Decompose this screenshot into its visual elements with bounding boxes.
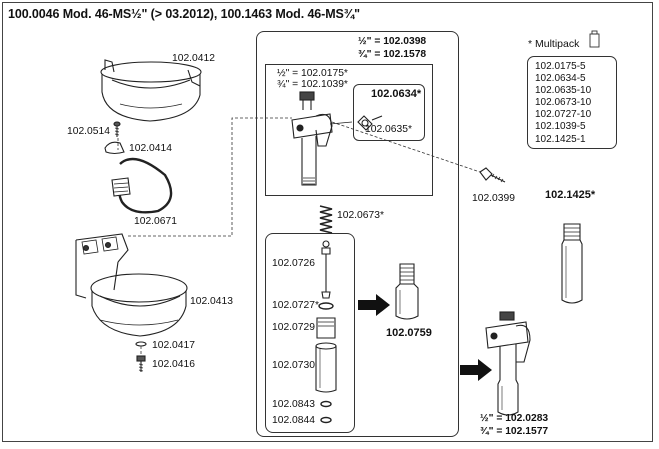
nozzle-box-title: 102.0634*	[371, 88, 422, 100]
label-sleeve: 102.0729	[272, 322, 315, 333]
label-spare-valve: 102.1425*	[545, 189, 596, 201]
clip-drawing	[104, 141, 125, 155]
valve-body-box	[265, 64, 433, 196]
nozzle-box	[353, 84, 425, 141]
label-assembly-result: 102.0759	[386, 327, 432, 339]
valve-body-drawing	[291, 91, 333, 186]
result-line-1: ½" = 102.0283	[480, 413, 549, 424]
label-spring-ring: 102.0671	[134, 216, 177, 227]
ring-drawing	[318, 302, 334, 310]
label-bowl-main: 102.0413	[190, 296, 233, 307]
bolt-right-drawing	[479, 167, 506, 183]
diagram-frame	[2, 2, 653, 442]
spare-valve-drawing	[561, 223, 583, 304]
multipack-icon	[589, 30, 600, 48]
multipack-item: 102.0673-10	[535, 97, 592, 109]
valve-box-line-1: ½" = 102.0398	[358, 36, 427, 47]
oring-1-drawing	[320, 400, 332, 408]
bolt-bottom-drawing	[136, 355, 146, 372]
label-valve-spring: 102.0673*	[337, 210, 384, 221]
valve-box-line-2: ¾" = 102.1578	[358, 49, 427, 60]
multipack-item: 102.0727-10	[535, 109, 592, 121]
label-washer: 102.0417	[152, 340, 195, 351]
cylinder-drawing	[315, 342, 337, 393]
result-line-2: ¾" = 102.1577	[480, 426, 549, 437]
pin-drawing	[321, 240, 331, 299]
spring-ring-drawing	[111, 157, 173, 214]
screw-small-drawing	[113, 121, 121, 137]
label-clip: 102.0414	[129, 143, 172, 154]
multipack-item: 102.0635-10	[535, 85, 592, 97]
valve-spring-drawing	[319, 205, 333, 234]
multipack-item: 102.0634-5	[535, 73, 586, 85]
label-screw-small: 102.0514	[67, 126, 110, 137]
assembled-insert-drawing	[395, 263, 419, 320]
diagram-title: 100.0046 Mod. 46-MS½" (> 03.2012), 100.1…	[8, 7, 360, 21]
label-bolt-bottom: 102.0416	[152, 359, 195, 370]
inner-box-line-2: ¾" = 102.1039*	[277, 79, 348, 90]
nozzle-drawing	[329, 115, 383, 131]
arrow-to-assembly	[460, 359, 492, 381]
label-oring-2: 102.0844	[272, 415, 315, 426]
label-oring-1: 102.0843	[272, 399, 315, 410]
arrow-to-insert	[358, 294, 390, 316]
washer-drawing	[135, 341, 147, 347]
bowl-top-drawing	[100, 59, 202, 122]
label-cylinder: 102.0730	[272, 360, 315, 371]
multipack-title: * Multipack	[528, 38, 580, 50]
bowl-main-drawing	[75, 233, 188, 337]
multipack-list: 102.0175-5 102.0634-5 102.0635-10 102.06…	[527, 56, 617, 149]
multipack-item: 102.1039-5	[535, 121, 586, 133]
sleeve-drawing	[316, 317, 336, 339]
valve-parts-box	[265, 233, 355, 433]
label-pin: 102.0726	[272, 258, 315, 269]
multipack-item: 102.1425-1	[535, 133, 586, 145]
final-assembly-drawing	[485, 311, 531, 416]
inner-box-line-1: ½" = 102.0175*	[277, 68, 348, 79]
valve-assembly-box	[256, 31, 459, 437]
label-ring: 102.0727*	[272, 300, 319, 311]
oring-2-drawing	[320, 416, 332, 424]
nozzle-box-sub: 102.0635*	[365, 124, 412, 135]
multipack-item: 102.0175-5	[535, 61, 586, 72]
label-bowl-top: 102.0412	[172, 53, 215, 64]
label-bolt-right: 102.0399	[472, 193, 515, 204]
